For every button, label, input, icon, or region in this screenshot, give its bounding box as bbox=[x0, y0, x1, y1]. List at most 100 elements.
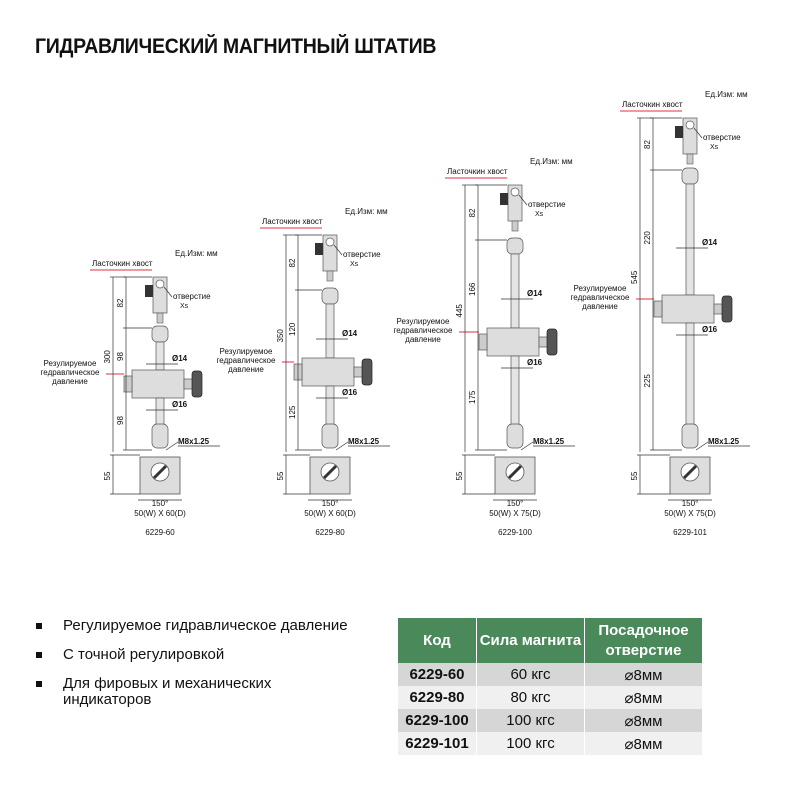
cell-hole: ⌀8мм bbox=[584, 732, 703, 755]
lower-rod bbox=[510, 355, 520, 429]
switch-lever bbox=[507, 464, 523, 480]
block-cap bbox=[653, 300, 663, 318]
cell-force: 100 кгс bbox=[476, 709, 585, 732]
thread-leader bbox=[165, 441, 179, 451]
pressure-label: давление bbox=[52, 377, 88, 386]
switch-lever bbox=[322, 464, 338, 480]
cell-hole: ⌀8мм bbox=[584, 663, 703, 686]
thread-label: M8x1.25 bbox=[348, 437, 380, 446]
dim-top: 82 bbox=[288, 258, 297, 267]
upper-rod bbox=[325, 303, 335, 359]
unit-label: Ед.Изм: мм bbox=[175, 249, 218, 258]
dovetail-label: Ласточкин хвост bbox=[447, 167, 508, 176]
hole-leader bbox=[693, 127, 703, 139]
hole-leader bbox=[163, 286, 173, 298]
feature-item: С точной регулировкой bbox=[36, 647, 386, 663]
dim-low: 175 bbox=[468, 390, 477, 404]
dim-mid: 98 bbox=[116, 352, 125, 361]
lower-joint bbox=[681, 423, 699, 449]
dim-mid: 120 bbox=[288, 322, 297, 336]
angle-label: 150° bbox=[682, 499, 699, 508]
hole-icon bbox=[155, 279, 165, 289]
model-label: 6229-80 bbox=[315, 528, 345, 537]
feature-text: С точной регулировкой bbox=[63, 646, 225, 663]
dim-top: 82 bbox=[116, 298, 125, 307]
feature-item: Для фировых и механических индикаторов bbox=[36, 676, 386, 708]
base-size-label: 50(W) X 60(D) bbox=[134, 509, 186, 518]
dim-mid: 166 bbox=[468, 282, 477, 296]
dim-top: 82 bbox=[643, 140, 652, 149]
feature-item: Регулируемое гидравлическое давление bbox=[36, 618, 386, 634]
cell-code: 6229-80 bbox=[398, 686, 477, 709]
dim-base: 55 bbox=[630, 471, 639, 480]
model-label: 6229-60 bbox=[145, 528, 175, 537]
clamp-neck bbox=[156, 312, 164, 324]
model-label: 6229-100 bbox=[498, 528, 532, 537]
feature-list: Регулируемое гидравлическое давление С т… bbox=[36, 618, 386, 721]
dovetail-label: Ласточкин хвост bbox=[262, 217, 323, 226]
cell-hole: ⌀8мм bbox=[584, 709, 703, 732]
bullet-icon bbox=[36, 623, 42, 629]
switch-lever bbox=[152, 464, 168, 480]
rod-upper-diameter: Ø14 bbox=[527, 289, 543, 298]
dim-total: 545 bbox=[630, 270, 639, 284]
rod-lower-diameter: Ø16 bbox=[527, 358, 543, 367]
clamp-neck bbox=[686, 153, 694, 165]
bullet-icon bbox=[36, 652, 42, 658]
lower-joint bbox=[151, 423, 169, 449]
header-mount-hole: Посадочное отверстие bbox=[584, 618, 703, 663]
upper-rod bbox=[510, 253, 520, 329]
dim-mid: 220 bbox=[643, 231, 652, 245]
upper-rod bbox=[155, 341, 165, 371]
lower-rod bbox=[155, 397, 165, 429]
upper-rod bbox=[685, 183, 695, 296]
hole-size-label: Xs bbox=[350, 261, 359, 268]
hole-label: отверстие bbox=[173, 292, 211, 301]
dim-base: 55 bbox=[276, 471, 285, 480]
header-magnet-force: Сила магнита bbox=[476, 618, 585, 663]
rod-upper-diameter: Ø14 bbox=[342, 329, 358, 338]
dovetail-label: Ласточкин хвост bbox=[92, 259, 153, 268]
dim-top: 82 bbox=[468, 208, 477, 217]
pressure-knob-icon bbox=[361, 358, 373, 386]
cell-code: 6229-101 bbox=[398, 732, 477, 755]
hydraulic-block bbox=[486, 327, 540, 357]
angle-label: 150° bbox=[507, 499, 524, 508]
hole-label: отверстие bbox=[528, 200, 566, 209]
clamp-neck bbox=[326, 270, 334, 282]
clamp-screw-icon bbox=[145, 285, 153, 297]
base-size-label: 50(W) X 75(D) bbox=[489, 509, 541, 518]
pressure-label: гедравлическое bbox=[41, 368, 100, 377]
dovetail-label: Ласточкин хвост bbox=[622, 100, 683, 109]
rod-lower-diameter: Ø16 bbox=[342, 388, 358, 397]
header-code: Код bbox=[398, 618, 477, 663]
hole-label: отверстие bbox=[703, 133, 741, 142]
base-size-label: 50(W) X 60(D) bbox=[304, 509, 356, 518]
clamp-screw-icon bbox=[500, 193, 508, 205]
pressure-label: давление bbox=[405, 335, 441, 344]
pressure-label: гедравлическое bbox=[571, 293, 630, 302]
dim-low: 225 bbox=[643, 374, 652, 388]
rod-lower-diameter: Ø16 bbox=[702, 325, 718, 334]
pressure-label: давление bbox=[582, 302, 618, 311]
lower-rod bbox=[685, 322, 695, 429]
dim-total: 300 bbox=[103, 350, 112, 364]
pressure-label: гедравлическое bbox=[394, 326, 453, 335]
cell-force: 100 кгс bbox=[476, 732, 585, 755]
hydraulic-block bbox=[131, 369, 185, 399]
switch-lever bbox=[682, 464, 698, 480]
thread-leader bbox=[520, 441, 534, 451]
hole-icon bbox=[510, 187, 520, 197]
spec-table: Код Сила магнита Посадочное отверстие 62… bbox=[398, 618, 703, 755]
upper-joint bbox=[506, 237, 524, 255]
cell-code: 6229-60 bbox=[398, 663, 477, 686]
cell-force: 80 кгс bbox=[476, 686, 585, 709]
thread-leader bbox=[695, 441, 709, 451]
dim-total: 350 bbox=[276, 329, 285, 343]
unit-label: Ед.Изм: мм bbox=[345, 207, 388, 216]
